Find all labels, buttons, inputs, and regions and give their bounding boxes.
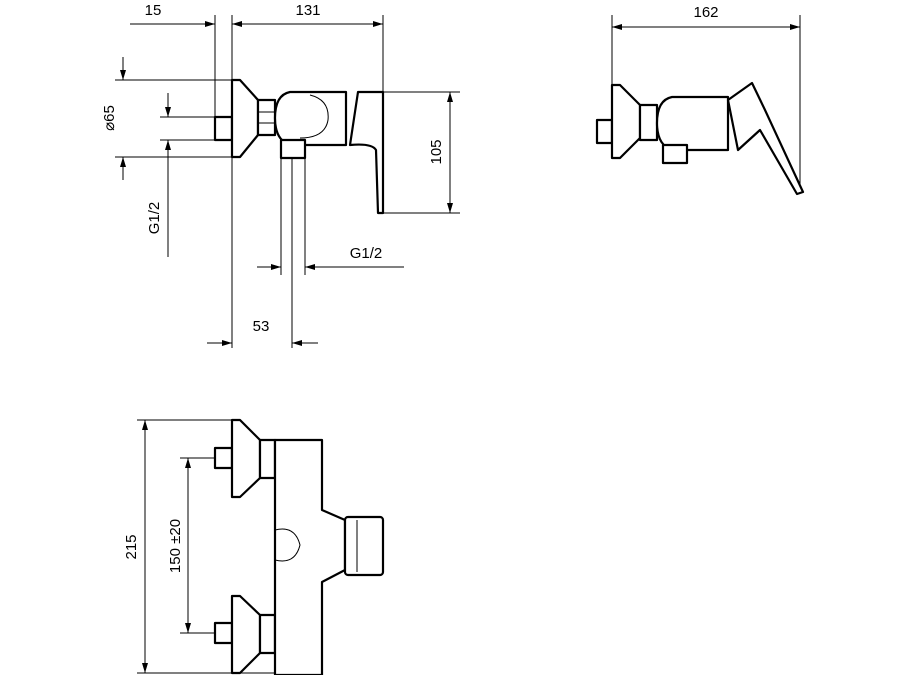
- nut: [256, 98, 277, 137]
- side-view-dimension-lines: [115, 15, 460, 348]
- lever-front: [343, 515, 385, 577]
- dim-131: 131: [295, 2, 320, 19]
- outlet-nut: [279, 138, 307, 160]
- dim-15: 15: [145, 2, 162, 19]
- dim-diameter-65: ⌀65: [101, 105, 118, 131]
- dim-53: 53: [253, 318, 270, 335]
- dim-g12-outlet: G1/2: [350, 245, 383, 262]
- dim-215: 215: [123, 534, 140, 559]
- dim-105: 105: [428, 139, 445, 164]
- inlet-stub: [213, 115, 234, 142]
- dim-g12-inlet: G1/2: [146, 202, 163, 235]
- side-view: 15 131 ⌀65 G1/2 105 G1/2 53: [101, 2, 460, 348]
- dim-150-tolerance: 150 ±20: [167, 519, 184, 573]
- mixer-body-front: [273, 438, 347, 675]
- dim-162: 162: [693, 4, 718, 21]
- lever-handle: [348, 90, 385, 215]
- wall-flange: [230, 78, 260, 159]
- front-view: 215 150 ±20: [123, 418, 385, 675]
- side-view-lever-open: 162: [595, 4, 805, 196]
